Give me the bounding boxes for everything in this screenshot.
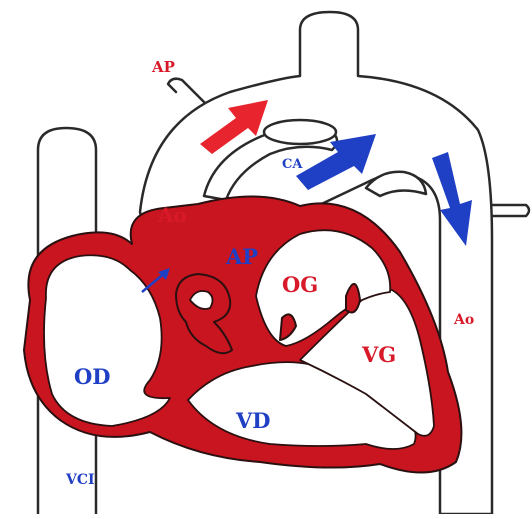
label-ap-center: AP <box>225 244 258 269</box>
label-od: OD <box>74 364 111 389</box>
label-vd: VD <box>235 408 271 433</box>
label-ca: CA <box>282 157 303 172</box>
pulmonary-branch-stub <box>168 79 206 104</box>
label-ao-right: Ao <box>453 312 474 328</box>
label-og: OG <box>282 272 318 297</box>
label-vci: VCI <box>65 472 95 488</box>
ductus-arteriosus <box>264 120 336 144</box>
right-branch-stub <box>488 205 529 216</box>
label-vg: VG <box>361 342 396 367</box>
label-ao-left: Ao <box>157 203 187 227</box>
label-ap-top: AP <box>151 58 175 76</box>
